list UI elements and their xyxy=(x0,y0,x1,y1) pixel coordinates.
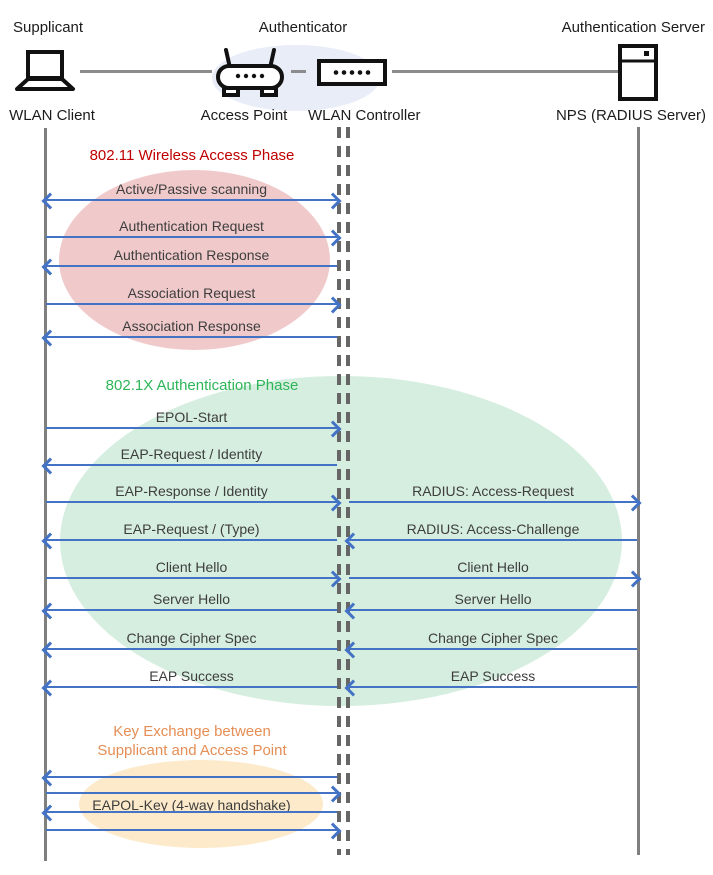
wlan-controller-label: WLAN Controller xyxy=(308,107,421,124)
message-arrow xyxy=(344,679,637,697)
arrowhead-left-icon xyxy=(41,769,59,787)
message-arrow xyxy=(349,494,642,512)
phase3-ellipse xyxy=(79,760,323,848)
phase3-title: Key Exchange between Supplicant and Acce… xyxy=(46,722,338,760)
server-lifeline xyxy=(637,127,640,855)
phase3-title-line2: Supplicant and Access Point xyxy=(97,742,287,759)
message-label: RADIUS: Access-Request xyxy=(412,483,574,499)
message-arrow xyxy=(46,420,342,438)
message-label: EAP-Request / (Type) xyxy=(123,521,260,537)
arrowhead-right-icon xyxy=(324,822,342,840)
authenticator-role-label: Authenticator xyxy=(258,19,348,36)
authenticator-lifeline-right xyxy=(346,127,350,855)
message-label: Change Cipher Spec xyxy=(126,630,257,646)
message-arrow xyxy=(41,602,337,620)
nps-radius-server-label: NPS (RADIUS Server) xyxy=(555,107,706,124)
supplicant-lifeline xyxy=(44,128,47,861)
laptop-icon xyxy=(14,50,76,92)
message-label: Association Request xyxy=(127,285,256,301)
message-label: RADIUS: Access-Challenge xyxy=(406,521,580,537)
message-arrow xyxy=(46,229,342,247)
message-label: EAP Success xyxy=(149,668,234,684)
connector-ap-wlc xyxy=(291,70,306,73)
connector-wlc-server xyxy=(392,70,618,73)
message-arrow xyxy=(344,641,637,659)
message-label: EPOL-Start xyxy=(155,409,228,425)
message-arrow xyxy=(46,296,342,314)
phase2-ellipse xyxy=(60,376,622,706)
message-label: Client Hello xyxy=(457,559,529,575)
message-arrow xyxy=(46,570,342,588)
message-arrow xyxy=(41,641,337,659)
wlan-client-label: WLAN Client xyxy=(9,107,95,124)
phase1-title: 802.11 Wireless Access Phase xyxy=(89,147,295,164)
message-label: EAP Success xyxy=(450,668,536,684)
phase3-title-line1: Key Exchange between xyxy=(113,723,271,740)
message-label: Server Hello xyxy=(454,591,532,607)
message-label: Authentication Response xyxy=(113,247,270,263)
message-label: Server Hello xyxy=(152,591,231,607)
message-arrow xyxy=(46,822,342,840)
authenticator-lifeline-left xyxy=(337,127,341,855)
auth-server-role-label: Authentication Server xyxy=(561,19,705,36)
message-arrow xyxy=(46,785,342,803)
message-arrow xyxy=(41,769,337,787)
message-label: Client Hello xyxy=(155,559,228,575)
message-arrow xyxy=(41,804,337,822)
message-label: Active/Passive scanning xyxy=(116,181,267,197)
message-label: EAP-Response / Identity xyxy=(115,483,268,499)
message-arrow xyxy=(46,494,342,512)
access-point-icon xyxy=(213,46,287,102)
access-point-label: Access Point xyxy=(200,107,288,124)
server-icon xyxy=(618,44,658,101)
message-arrow xyxy=(41,679,337,697)
message-arrow xyxy=(344,602,637,620)
message-arrow xyxy=(41,532,337,550)
message-arrow xyxy=(41,258,337,276)
wlan-controller-icon xyxy=(317,59,387,86)
message-label: EAPOL-Key (4-way handshake) xyxy=(92,797,291,813)
message-arrow xyxy=(41,457,337,475)
message-arrow xyxy=(41,329,337,347)
phase2-title: 802.1X Authentication Phase xyxy=(105,377,299,394)
message-arrow xyxy=(344,532,637,550)
message-label: Change Cipher Spec xyxy=(428,630,558,646)
message-arrow xyxy=(41,192,342,210)
supplicant-role-label: Supplicant xyxy=(13,19,84,36)
message-label: Authentication Request xyxy=(119,218,264,234)
message-label: EAP-Request / Identity xyxy=(120,446,263,462)
connector-client-ap xyxy=(80,70,212,73)
message-arrow xyxy=(349,570,642,588)
message-label: Association Response xyxy=(122,318,261,334)
